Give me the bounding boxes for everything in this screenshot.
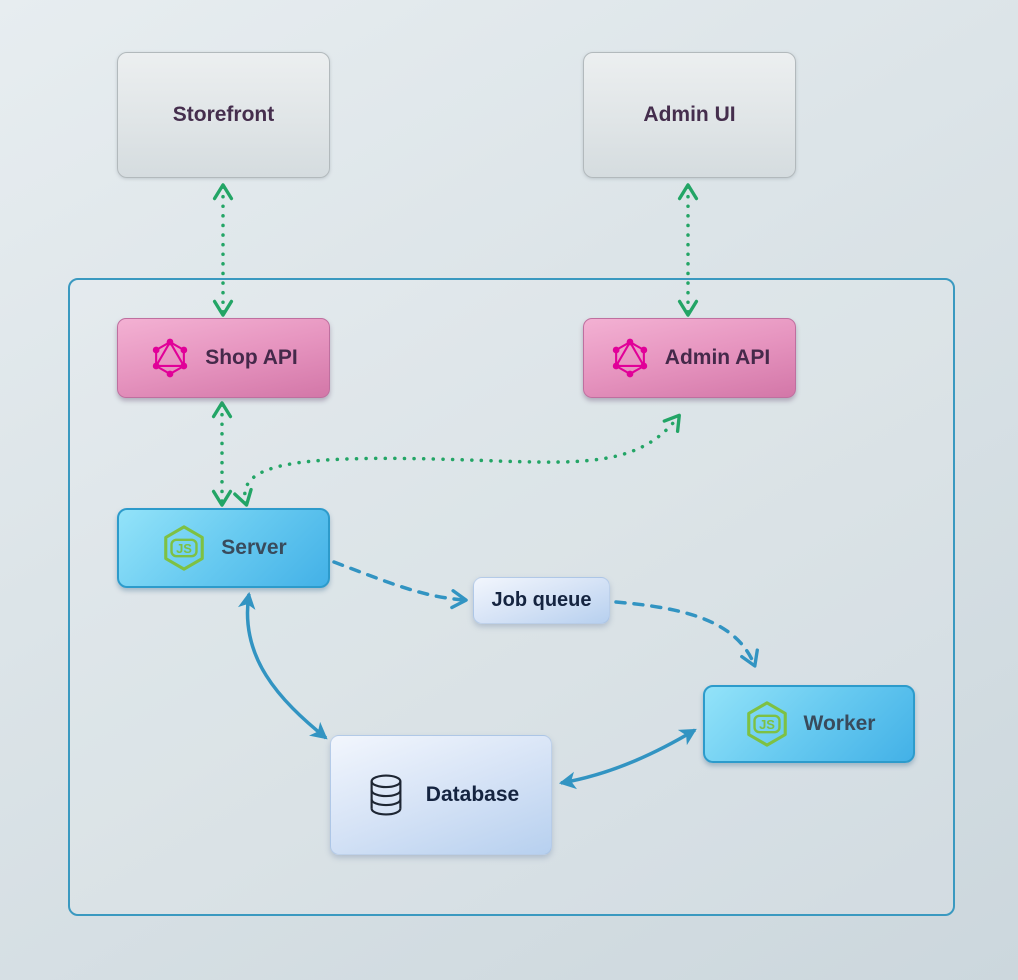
node-worker: JS Worker	[703, 685, 915, 763]
svg-text:JS: JS	[176, 541, 192, 556]
node-admin-ui-label: Admin UI	[643, 103, 736, 126]
node-server: JS Server	[117, 508, 330, 588]
node-admin-api-label: Admin API	[664, 346, 771, 369]
svg-text:JS: JS	[759, 717, 775, 732]
node-storefront: Storefront	[117, 52, 330, 178]
node-server-label: Server	[221, 536, 287, 559]
node-admin-api: Admin API	[583, 318, 796, 398]
node-database: Database	[330, 735, 552, 855]
nodejs-icon: JS	[746, 701, 787, 747]
node-job-queue-label: Job queue	[491, 589, 592, 611]
database-icon	[370, 774, 402, 816]
nodejs-icon: JS	[164, 525, 205, 571]
graphql-icon	[612, 338, 648, 378]
node-shop-api-label: Shop API	[205, 346, 298, 369]
graphql-icon	[152, 338, 188, 378]
node-job-queue: Job queue	[473, 577, 610, 624]
node-admin-ui: Admin UI	[583, 52, 796, 178]
node-database-label: Database	[425, 783, 520, 806]
node-storefront-label: Storefront	[172, 103, 275, 126]
node-shop-api: Shop API	[117, 318, 330, 398]
node-worker-label: Worker	[803, 712, 876, 735]
